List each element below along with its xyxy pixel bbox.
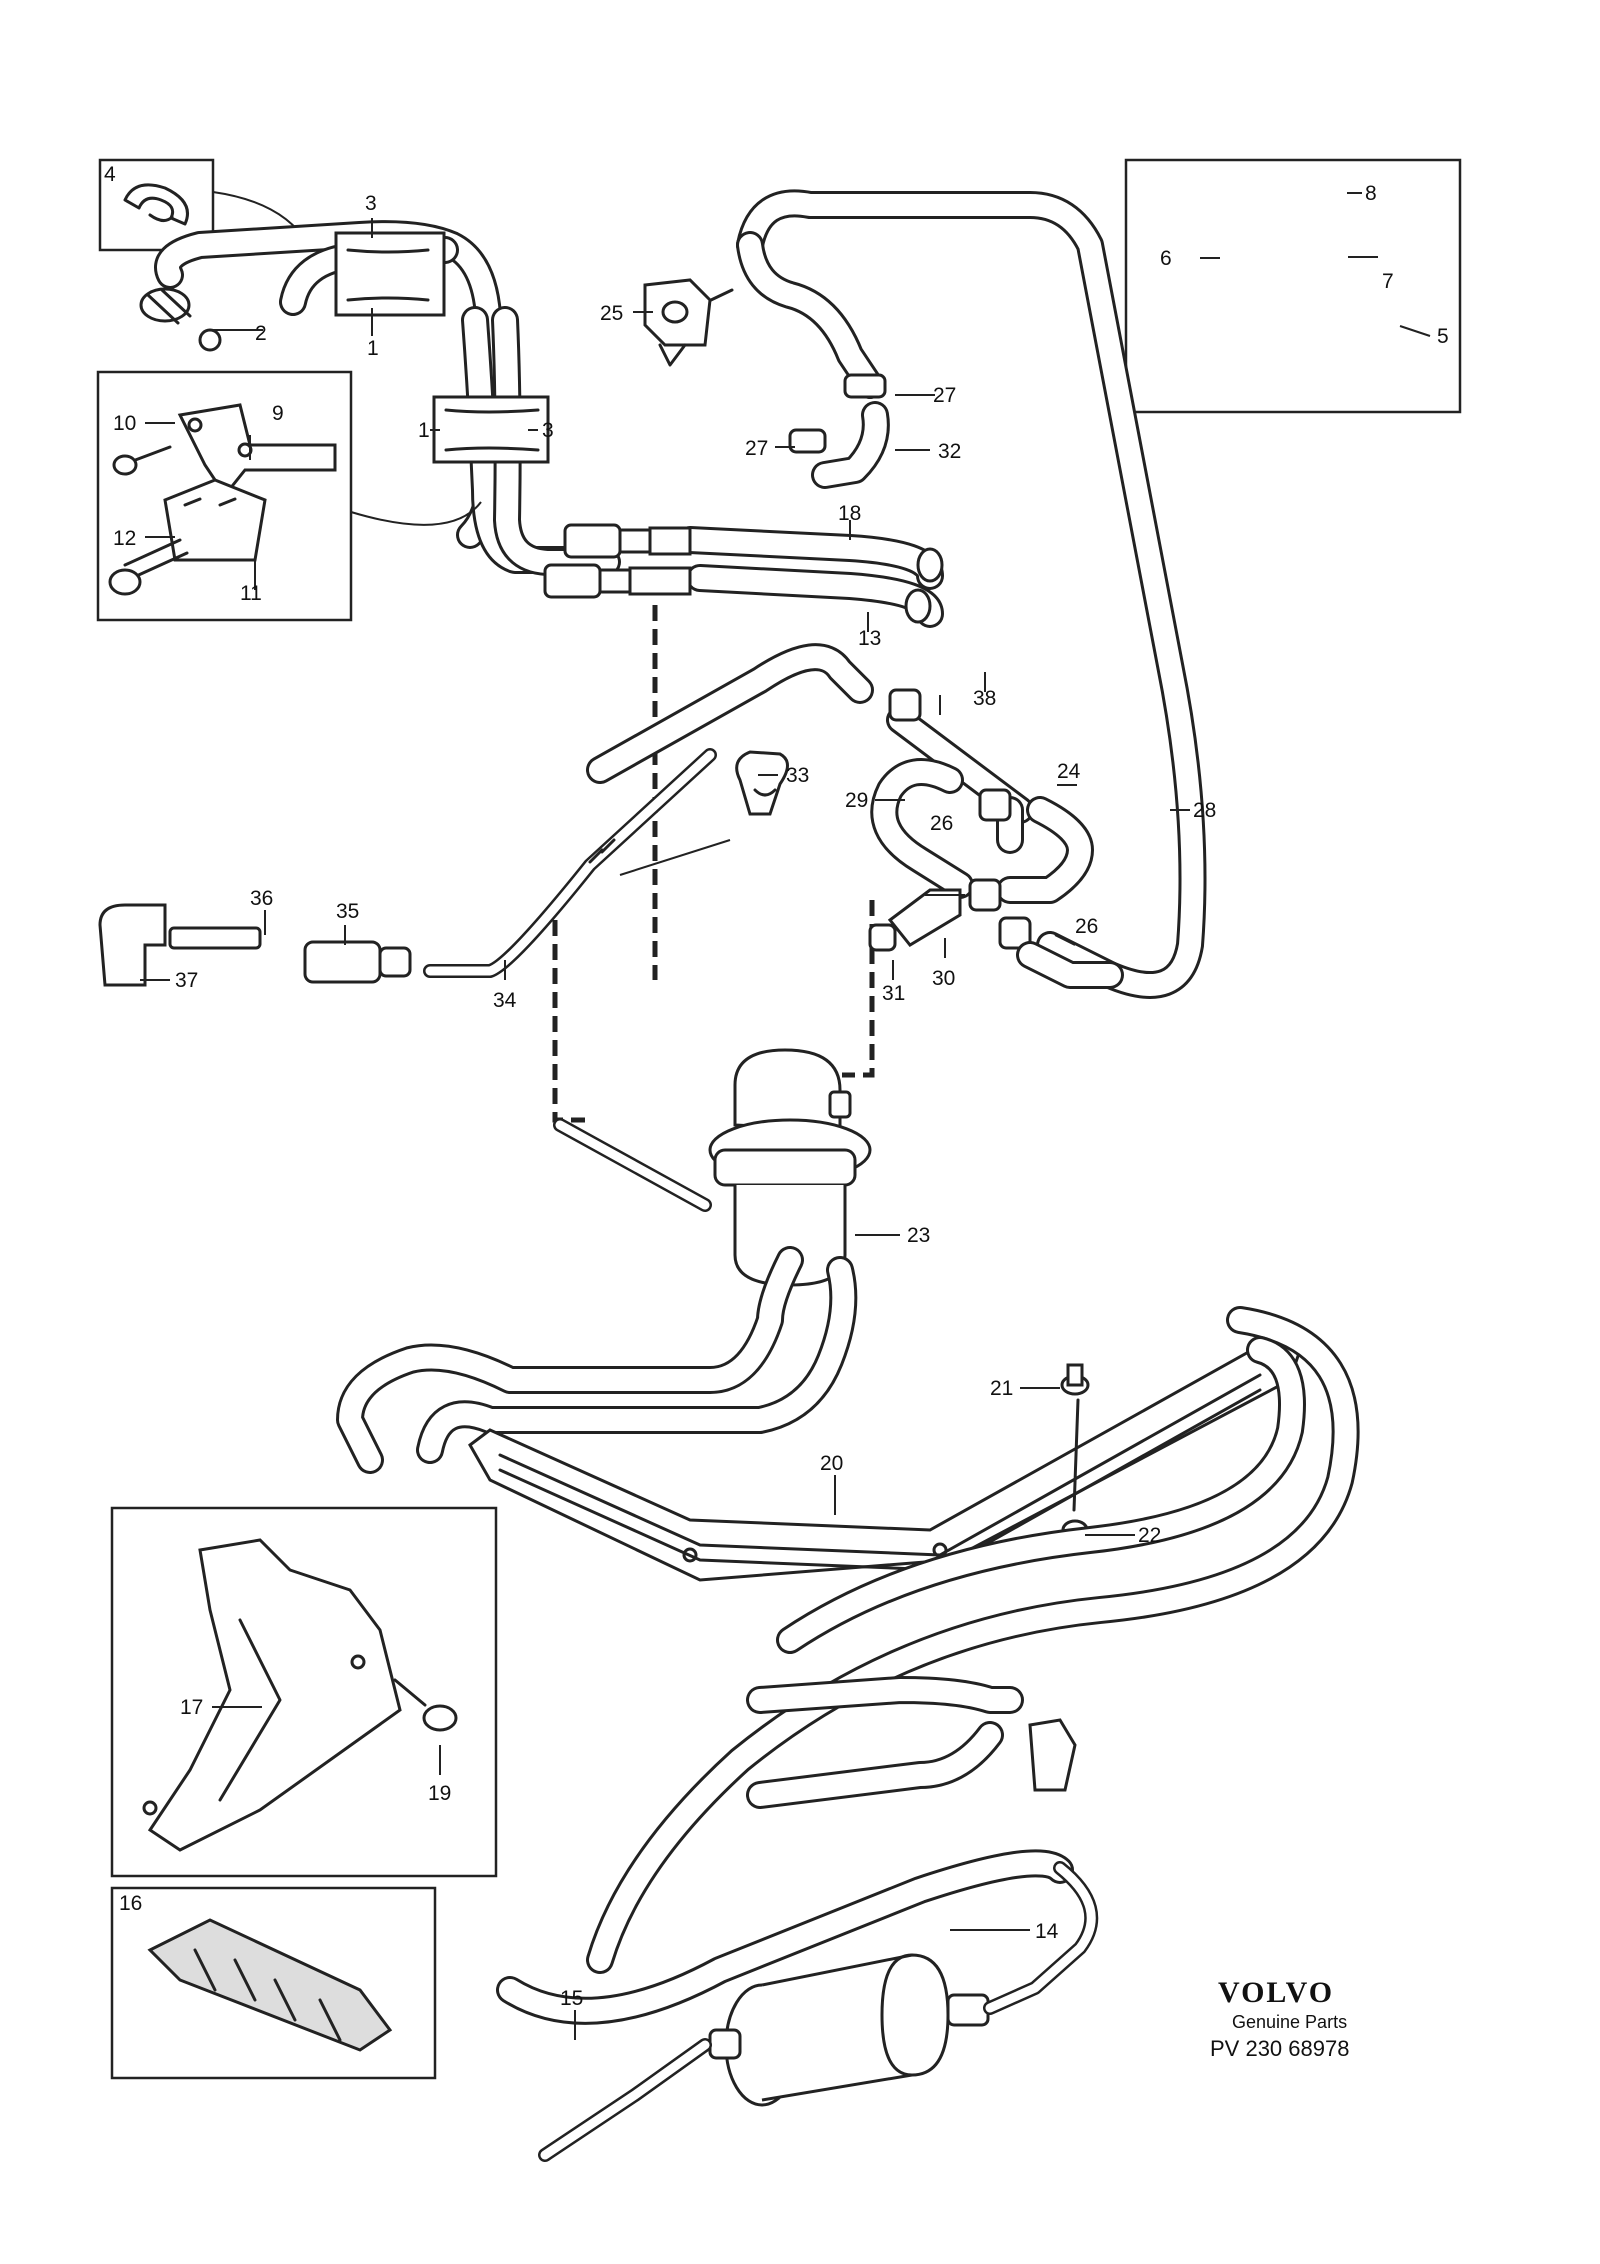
- brand-name: VOLVO: [1218, 1976, 1334, 2009]
- callout-leaders: [140, 192, 1431, 2040]
- inset-box-bracket-9-12: [96, 370, 353, 622]
- clip-16-drawing: [147, 1918, 393, 2052]
- callout-27-right: 27: [933, 384, 956, 407]
- callout-10: 10: [113, 412, 136, 435]
- callout-2: 2: [255, 322, 267, 345]
- dashed-connectors: [552, 605, 875, 1123]
- clip-4-drawing: [123, 183, 189, 226]
- hose-28: [688, 189, 1207, 999]
- fittings-35-37: [98, 903, 412, 987]
- callout-12: 12: [113, 527, 136, 550]
- callout-36: 36: [250, 887, 273, 910]
- line-34: [423, 748, 731, 978]
- callout-30: 30: [932, 967, 955, 990]
- callout-32: 32: [938, 440, 961, 463]
- callout-26-top: 26: [930, 812, 953, 835]
- fuel-filter-14: [538, 1861, 1099, 2162]
- sleeve-2: [139, 287, 222, 352]
- callout-21: 21: [990, 1377, 1013, 1400]
- fuel-lines-13-18: [543, 523, 944, 628]
- callout-15: 15: [560, 1987, 583, 2010]
- callout-4: 4: [104, 163, 116, 186]
- bracket-9-drawing: [108, 403, 337, 596]
- callout-11: 11: [240, 582, 262, 605]
- callout-13: 13: [858, 627, 881, 650]
- callout-labels: 3 1 2 1 3 4 8 6 7 5 9 10 12 11 18 13 25 …: [104, 163, 1449, 2010]
- callout-24: 24: [1057, 760, 1081, 783]
- callout-33: 33: [786, 764, 809, 787]
- clip-25: [643, 278, 712, 367]
- callout-16: 16: [119, 1892, 142, 1915]
- callout-17: 17: [180, 1696, 203, 1719]
- callout-35: 35: [336, 900, 359, 923]
- callout-23: 23: [907, 1224, 930, 1247]
- callout-3-mid: 3: [542, 419, 554, 442]
- inset-box-bracket-17-19: [110, 1506, 498, 1878]
- callout-6: 6: [1160, 247, 1172, 270]
- callout-29: 29: [845, 789, 868, 812]
- callout-22: 22: [1138, 1524, 1161, 1547]
- callout-19: 19: [428, 1782, 451, 1805]
- callout-38: 38: [973, 687, 996, 710]
- callout-14: 14: [1035, 1920, 1059, 1943]
- callout-5: 5: [1437, 325, 1449, 348]
- callout-28: 28: [1193, 799, 1216, 822]
- callout-8: 8: [1365, 182, 1377, 205]
- brand-reference: PV 230 68978: [1210, 2036, 1349, 2061]
- inset-box-clip-16: [110, 1886, 437, 2080]
- callout-27-left: 27: [745, 437, 768, 460]
- callout-3-top: 3: [365, 192, 377, 215]
- callout-26-bottom: 26: [1075, 915, 1098, 938]
- clip-33: [735, 750, 789, 816]
- callout-7: 7: [1382, 270, 1394, 293]
- hose-32-clamps-27: [788, 373, 890, 489]
- return-hoses: [336, 1246, 858, 1474]
- inset-9-pointer: [350, 501, 482, 526]
- callout-9: 9: [272, 402, 284, 425]
- callout-1-mid: 1: [418, 419, 430, 442]
- hose-assembly-24-38: [586, 643, 1124, 989]
- inset-box-clip-4: [98, 158, 215, 252]
- callout-1-top: 1: [367, 337, 379, 360]
- long-hoses: [496, 1306, 1360, 2025]
- callout-34: 34: [493, 989, 517, 1012]
- callout-31: 31: [882, 982, 905, 1005]
- fuel-pump-23: [553, 1048, 872, 1287]
- callout-20: 20: [820, 1452, 843, 1475]
- callout-37: 37: [175, 969, 198, 992]
- bracket-17-drawing: [142, 1538, 458, 1852]
- callout-25: 25: [600, 302, 623, 325]
- brand-tagline: Genuine Parts: [1232, 2012, 1347, 2032]
- inset-box-bracket-5-8: [1124, 158, 1462, 414]
- tube-assembly-1-3: [154, 220, 621, 576]
- brand-block: VOLVO Genuine Parts PV 230 68978: [1210, 1976, 1349, 2061]
- callout-18: 18: [838, 502, 861, 525]
